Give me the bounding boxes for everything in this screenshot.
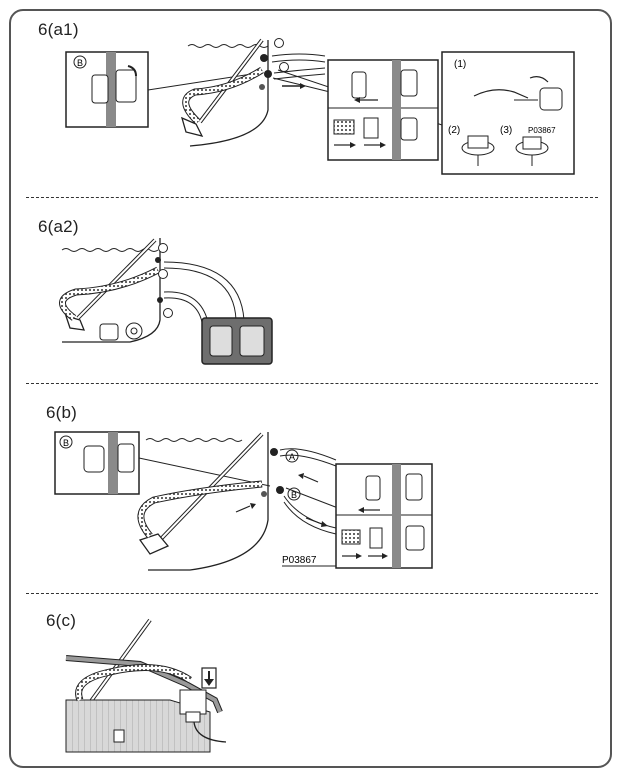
section-label-6a2: 6(a2) <box>38 217 79 236</box>
section-label-6c: 6(c) <box>46 611 77 630</box>
connection-detail-box <box>327 59 439 161</box>
diagram-6a2 <box>59 238 273 365</box>
strainer-steps-box: (1) (2) (3) P03867 <box>441 51 575 175</box>
section-label-6a1: 6(a1) <box>38 20 79 39</box>
inset-b-skimmer: B <box>65 51 149 128</box>
section-divider <box>26 593 598 594</box>
step-1-label: (1) <box>454 59 466 70</box>
marker-b-label: B <box>77 58 83 68</box>
page-frame <box>9 9 612 768</box>
section-divider <box>26 197 598 198</box>
section-label-6b: 6(b) <box>46 403 78 422</box>
section-divider <box>26 383 598 384</box>
diagram-6c <box>65 618 227 753</box>
connection-detail-box <box>335 463 433 569</box>
inset-b-skimmer: B <box>54 431 140 495</box>
down-arrow-icon <box>201 667 217 689</box>
diagram-6b: B A B P03867 <box>54 431 433 571</box>
marker-b-label: B <box>63 438 69 448</box>
step-2-label: (2) <box>448 125 460 136</box>
part-code-b: P03867 <box>282 555 317 566</box>
diagram-6a1: B <box>65 38 575 175</box>
marker-a-label: A <box>289 452 295 462</box>
step-3-label: (3) <box>500 125 512 136</box>
part-code-a1: P03867 <box>528 126 556 135</box>
pump-filter-box <box>201 317 273 365</box>
marker-b-label: B <box>291 490 297 500</box>
